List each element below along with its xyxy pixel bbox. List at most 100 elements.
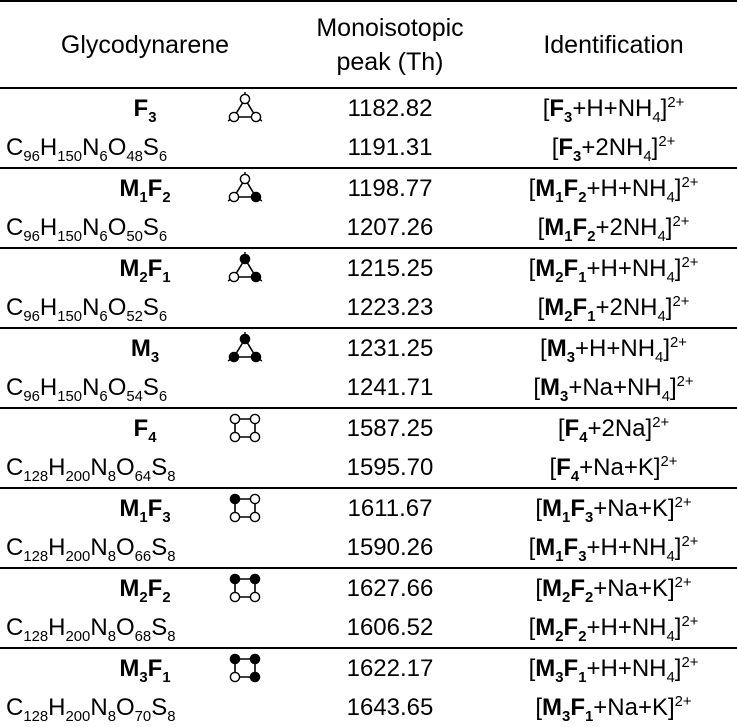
identification-value: [F4+2Na]2+ <box>557 414 670 446</box>
ring-outline <box>232 257 258 278</box>
identification-value: [M3F1+Na+K]2+ <box>535 693 692 725</box>
fucose-unit-icon <box>249 493 261 505</box>
peak-value: 1595.70 <box>290 448 490 489</box>
compound-name: M3F1 <box>119 654 171 686</box>
mannose-unit-icon <box>239 333 251 345</box>
peak-value: 1198.77 <box>347 174 433 202</box>
fucose-unit-icon <box>229 431 241 443</box>
compound-name: M3 <box>130 334 160 366</box>
fucose-unit-icon <box>250 111 262 123</box>
identification-value: [M3F1+H+NH4]2+ <box>528 654 699 686</box>
compound-name-cell: M1F2 <box>0 168 290 208</box>
molecular-formula: C128H200N8O66S8 <box>0 528 290 569</box>
compound-name: F3 <box>133 94 157 126</box>
fucose-unit-icon <box>229 413 241 425</box>
table-row: M1F3 1611.67 [M1F3+Na+K]2+ <box>0 488 737 528</box>
mannose-unit-icon <box>249 573 261 585</box>
table-row: M3F1 1622.17 [M3F1+H+NH4]2+ <box>0 648 737 688</box>
peak-value: 1223.23 <box>290 288 490 329</box>
peak-value: 1643.65 <box>346 693 434 721</box>
molecular-formula: C128H200N8O68S8 <box>0 608 290 649</box>
identification-value: [F3+2NH4]2+ <box>490 128 737 169</box>
mannose-unit-icon <box>249 653 261 665</box>
mannose-unit-icon <box>250 351 262 363</box>
identification-value: [M2F1+2NH4]2+ <box>490 288 737 329</box>
header-peak-line2: peak (Th) <box>336 47 444 76</box>
compound-name-cell: M2F2 <box>0 568 290 608</box>
fucose-unit-icon <box>249 511 261 523</box>
peak-value: 1627.66 <box>346 574 434 602</box>
ring-outline <box>232 337 258 358</box>
molecular-formula: C128H200N8O70S8 <box>6 693 176 725</box>
mannose-unit-icon <box>250 271 262 283</box>
mannose-unit-icon <box>229 493 241 505</box>
fucose-unit-icon <box>229 671 241 683</box>
identification-value: [M2F1+H+NH4]2+ <box>528 254 699 286</box>
mannose-unit-icon <box>229 573 241 585</box>
identification-value: [M1F3+H+NH4]2+ <box>490 528 737 569</box>
peak-value: 1622.17 <box>346 654 434 682</box>
compound-name-cell: M2F1 <box>0 248 290 288</box>
compound-name-cell: M3F1 <box>0 648 290 688</box>
fucose-unit-icon <box>228 111 240 123</box>
table-row: M1F2 1198.77 [M1F2+H+NH4]2+ <box>0 168 737 208</box>
mannose-unit-icon <box>250 191 262 203</box>
peak-value: 1606.52 <box>290 608 490 649</box>
fucose-unit-icon <box>249 431 261 443</box>
peak-value: 1215.25 <box>346 254 434 282</box>
table-row: C128H200N8O70S8 1643.65 [M3F1+Na+K]2+ <box>0 688 737 727</box>
peak-value: 1587.25 <box>346 414 434 442</box>
compound-name-cell: F3 <box>0 88 290 128</box>
molecular-formula: C128H200N8O64S8 <box>0 448 290 489</box>
header-monoisotopic-peak: Monoisotopic peak (Th) <box>290 0 490 89</box>
tetramer-glycodynarene-icon-6 <box>229 573 261 603</box>
molecular-formula: C96H150N6O48S6 <box>0 128 290 169</box>
compound-name: M2F2 <box>119 574 171 606</box>
peak-value: 1590.26 <box>290 528 490 569</box>
fucose-unit-icon <box>228 191 240 203</box>
header-peak-line1: Monoisotopic <box>316 13 464 42</box>
fucose-unit-icon <box>229 591 241 603</box>
identification-value: [M1F2+2NH4]2+ <box>490 208 737 249</box>
identification-value: [M1F2+H+NH4]2+ <box>528 174 699 206</box>
trimer-glycodynarene-icon-1 <box>227 172 263 203</box>
identification-value: [M2F2+H+NH4]2+ <box>490 608 737 649</box>
compound-name: M1F2 <box>119 174 171 206</box>
tetramer-glycodynarene-icon-4 <box>229 413 261 443</box>
compound-name-cell: M3 <box>0 328 290 368</box>
peak-value: 1241.71 <box>290 368 490 409</box>
fucose-unit-icon <box>228 271 240 283</box>
trimer-glycodynarene-icon-0 <box>227 92 263 123</box>
molecular-formula: C96H150N6O52S6 <box>0 288 290 329</box>
mannose-unit-icon <box>239 253 251 265</box>
identification-value: [M3+H+NH4]2+ <box>540 334 687 366</box>
table-row: M3 1231.25 [M3+H+NH4]2+ <box>0 328 737 368</box>
compound-name-cell: M1F3 <box>0 488 290 528</box>
peak-value: 1182.82 <box>347 94 433 122</box>
fucose-unit-icon <box>239 93 251 105</box>
tetramer-glycodynarene-icon-7 <box>229 653 261 683</box>
molecular-formula: C96H150N6O50S6 <box>0 208 290 249</box>
identification-value: [M1F3+Na+K]2+ <box>535 494 692 526</box>
mannose-unit-icon <box>228 351 240 363</box>
identification-value: [M3+Na+NH4]2+ <box>490 368 737 409</box>
header-identification: Identification <box>490 0 737 89</box>
peak-value: 1191.31 <box>290 128 490 169</box>
peak-value: 1231.25 <box>346 334 434 362</box>
table-row: M2F1 1215.25 [M2F1+H+NH4]2+ <box>0 248 737 288</box>
fucose-unit-icon <box>249 413 261 425</box>
mannose-unit-icon <box>229 653 241 665</box>
mannose-unit-icon <box>249 671 261 683</box>
trimer-glycodynarene-icon-2 <box>227 252 263 283</box>
peak-value: 1611.67 <box>347 494 433 522</box>
tetramer-glycodynarene-icon-5 <box>229 493 261 523</box>
